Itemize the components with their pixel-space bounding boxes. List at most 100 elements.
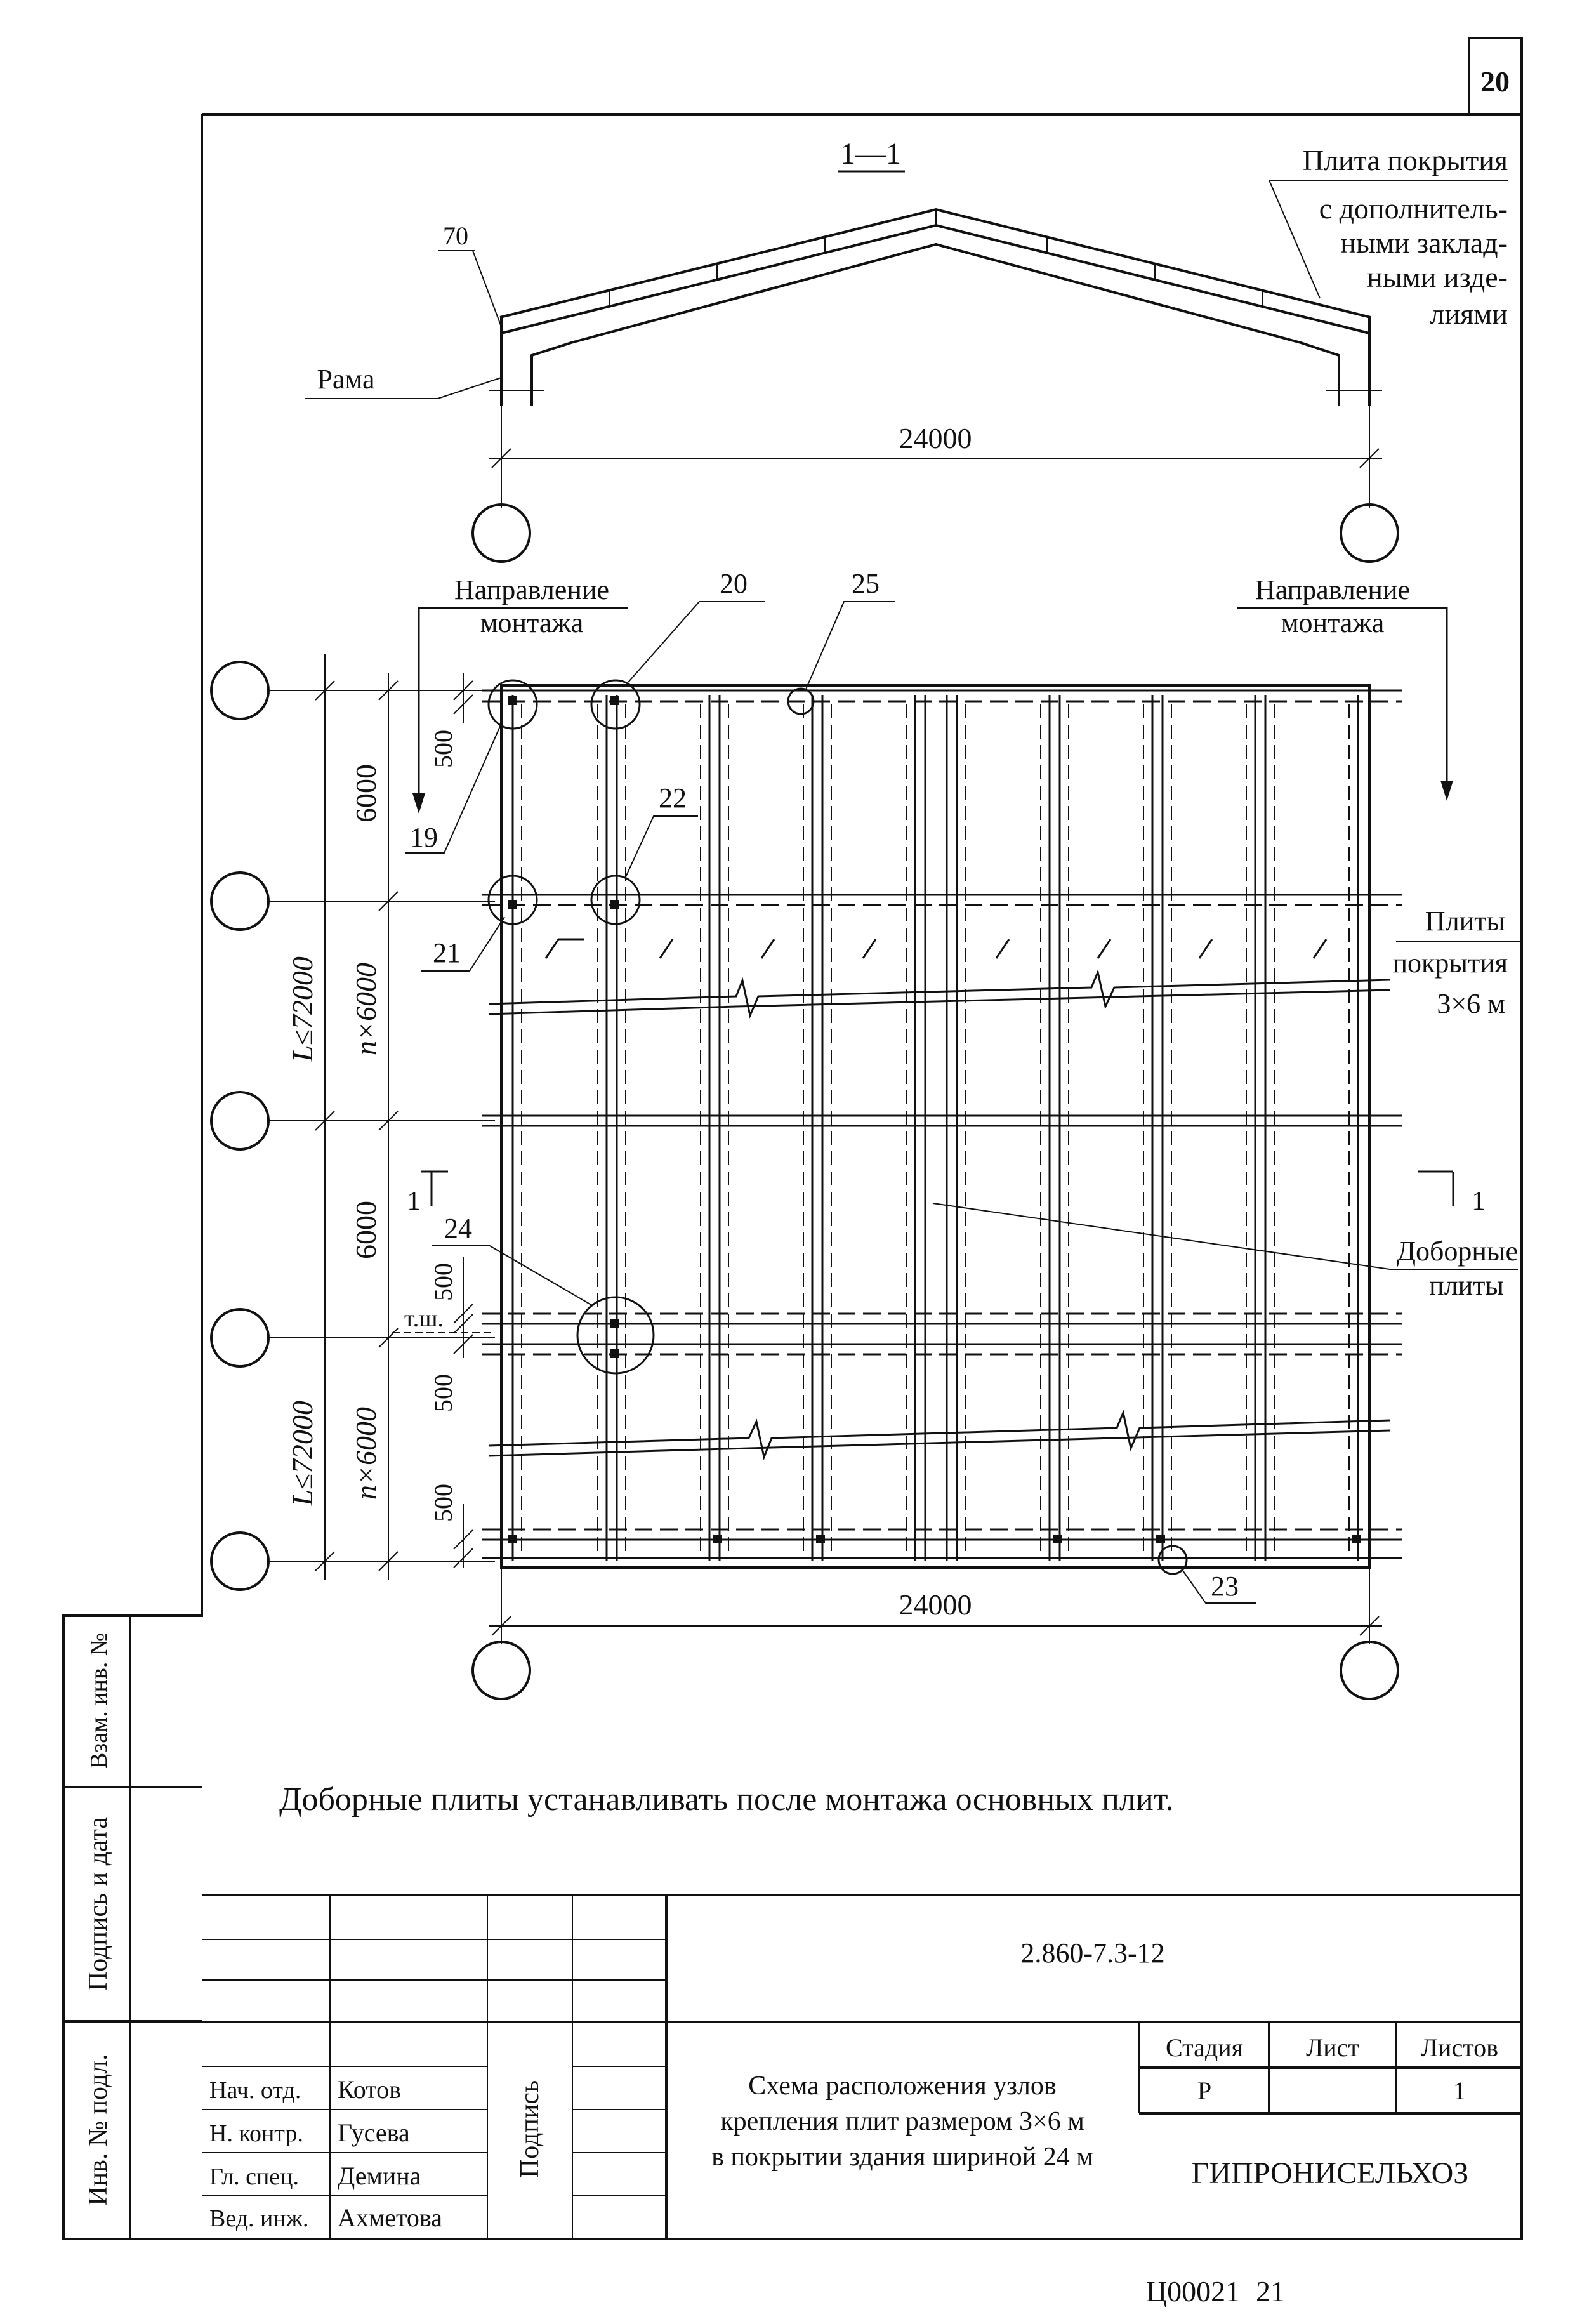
- frame-label: Рама: [317, 364, 374, 395]
- svg-text:25: 25: [852, 568, 880, 599]
- row-axes: [210, 661, 270, 1591]
- footer-code: Ц00021: [1146, 2275, 1240, 2307]
- drawing-title: Схема расположения узлов крепления плит …: [711, 2071, 1093, 2172]
- svg-text:с дополнитель-: с дополнитель-: [1319, 192, 1508, 225]
- callout-24: 24: [432, 1213, 594, 1307]
- svg-text:Нач. отд.: Нач. отд.: [209, 2077, 301, 2104]
- svg-text:лиями: лиями: [1430, 298, 1508, 330]
- row-axis-lines: [268, 690, 495, 1562]
- svg-text:23: 23: [1211, 1571, 1239, 1602]
- direction-right-2: монтажа: [1281, 607, 1385, 638]
- svg-text:3×6 м: 3×6 м: [1437, 988, 1505, 1019]
- section-cut-left: 1: [407, 1170, 448, 1216]
- section-mark: 1—1: [840, 137, 901, 171]
- callout-25: 25: [805, 568, 895, 690]
- roof-slabs: [499, 208, 1371, 334]
- axis-circle: [1340, 1641, 1399, 1700]
- svg-text:1: 1: [407, 1187, 421, 1216]
- svg-text:Доборные: Доборные: [1397, 1236, 1518, 1267]
- roof-slab-joints: [609, 209, 1263, 307]
- svg-text:24: 24: [444, 1213, 472, 1244]
- direction-right-1: Направление: [1255, 574, 1410, 605]
- dim-70: 70: [443, 221, 468, 250]
- sheet-number: 20: [1480, 65, 1510, 98]
- arrow-head: [412, 793, 425, 814]
- svg-text:22: 22: [659, 782, 687, 814]
- direction-left-arrow: [418, 607, 628, 800]
- dim-500-4: 500: [429, 1484, 458, 1522]
- svg-text:Котов: Котов: [338, 2075, 401, 2104]
- temp-joint: т.ш.: [404, 1305, 444, 1332]
- stage-value: Р: [1197, 2076, 1211, 2105]
- svg-text:Гусева: Гусева: [338, 2118, 410, 2147]
- dim-70-line: [472, 250, 502, 327]
- frame-lines: [482, 689, 1402, 1559]
- svg-text:Ахметова: Ахметова: [338, 2203, 442, 2232]
- svg-text:Н. контр.: Н. контр.: [209, 2120, 303, 2147]
- sheets-header: Листов: [1421, 2033, 1498, 2062]
- document-code: 2.860-7.3-12: [1020, 1938, 1164, 1969]
- callout-circles: [487, 679, 1188, 1575]
- direction-left-2: монтажа: [480, 607, 584, 638]
- callout-19: 19: [405, 723, 502, 854]
- dim-L-lower: L≤72000: [286, 1401, 319, 1507]
- stamp-signature-date: Подпись и дата: [84, 1817, 113, 1991]
- left-stamp: [63, 1616, 202, 2239]
- slab-columns: [511, 695, 1359, 1561]
- callout-21: 21: [421, 916, 505, 972]
- svg-text:Схема расположения узлов: Схема расположения узлов: [748, 2071, 1056, 2101]
- plan-span-value: 24000: [899, 1588, 972, 1621]
- signature-header: Подпись: [515, 2080, 544, 2178]
- svg-text:Вед. инж.: Вед. инж.: [209, 2205, 308, 2232]
- organization: ГИПРОНИСЕЛЬХОЗ: [1192, 2156, 1469, 2190]
- svg-text:19: 19: [410, 822, 438, 853]
- extra-slab-label: Доборные плиты: [932, 1203, 1518, 1301]
- stamp-replace-inv: Взам. инв. №: [86, 1633, 112, 1769]
- dim-nx6000-1: n×6000: [350, 963, 382, 1055]
- axis-circle: [471, 503, 531, 563]
- section-view: 1—1 70 Рама: [305, 137, 1508, 563]
- section-cut-right: 1: [1418, 1170, 1486, 1216]
- direction-right-arrow: [1237, 607, 1448, 787]
- svg-text:покрытия: покрытия: [1393, 947, 1508, 979]
- vertical-dimensions: [315, 654, 473, 1580]
- dim-500-2: 500: [429, 1263, 458, 1301]
- svg-text:1: 1: [1472, 1187, 1486, 1216]
- frame-rama: [489, 242, 1382, 406]
- svg-text:Гл. спец.: Гл. спец.: [209, 2163, 299, 2190]
- role-rows: Нач. отд. Котов Н. контр. Гусева Гл. спе…: [209, 2075, 442, 2232]
- direction-left-1: Направление: [454, 574, 609, 605]
- sheet-frame: [62, 37, 1523, 2240]
- dim-500-3: 500: [429, 1374, 458, 1412]
- installation-note: Доборные плиты устанавливать после монта…: [279, 1781, 1174, 1818]
- plan-view: Направление монтажа Направление монтажа: [210, 568, 1523, 1700]
- svg-text:в покрытии здания шириной 24 м: в покрытии здания шириной 24 м: [711, 2142, 1093, 2172]
- svg-text:Демина: Демина: [338, 2162, 421, 2190]
- footer-page: 21: [1256, 2275, 1285, 2307]
- callout-20: 20: [628, 568, 765, 683]
- svg-text:ными изде-: ными изде-: [1367, 261, 1508, 293]
- svg-text:плиты: плиты: [1429, 1270, 1504, 1301]
- fixing-nodes: [508, 696, 1361, 1543]
- slab-type-label: Плиты покрытия 3×6 м: [1393, 906, 1523, 1019]
- svg-text:21: 21: [433, 937, 461, 968]
- svg-text:20: 20: [720, 568, 748, 599]
- stamp-orig-inv: Инв. № подл.: [84, 2054, 113, 2205]
- roof-slab-label: Плита покрытия с дополнитель- ными закла…: [1269, 144, 1508, 330]
- dim-500-1: 500: [429, 730, 458, 768]
- slab-ticks: [544, 938, 1328, 959]
- svg-text:Плита покрытия: Плита покрытия: [1303, 144, 1508, 176]
- section-span-value: 24000: [899, 422, 972, 454]
- svg-text:крепления плит размером 3×6 м: крепления плит размером 3×6 м: [720, 2107, 1084, 2136]
- title-block: [202, 1894, 1522, 2239]
- section-span-dim: [489, 406, 1382, 508]
- svg-text:Плиты: Плиты: [1425, 906, 1505, 937]
- axis-circle: [1340, 503, 1399, 563]
- arrow-head: [1440, 781, 1453, 801]
- dim-L-upper: L≤72000: [286, 956, 319, 1062]
- title-block-grid: [202, 1895, 666, 2239]
- svg-text:ными заклад-: ными заклад-: [1340, 227, 1508, 259]
- axis-circle: [471, 1641, 531, 1700]
- callout-23: 23: [1182, 1570, 1256, 1604]
- sheet-header: Лист: [1306, 2033, 1359, 2062]
